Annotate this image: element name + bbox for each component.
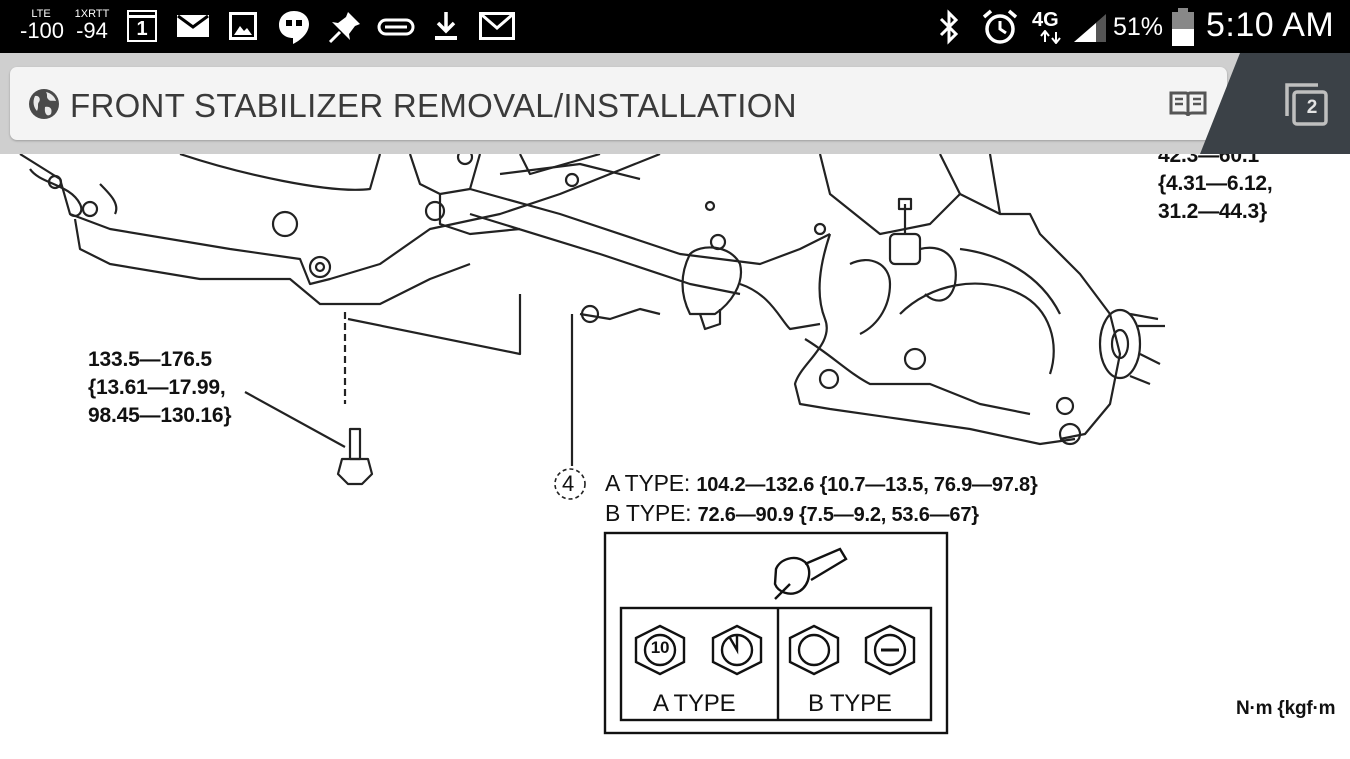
lte-signal-readout: LTE -100 bbox=[20, 8, 65, 43]
email-icon bbox=[177, 14, 209, 37]
battery-percent: 51% bbox=[1113, 13, 1164, 41]
bluetooth-icon bbox=[939, 9, 959, 45]
browser-toolbar: FRONT STABILIZER REMOVAL/INSTALLATION 2 bbox=[0, 53, 1350, 154]
tab-area-edge bbox=[1200, 53, 1240, 154]
status-bar: LTE -100 1XRTT -94 1 4 bbox=[0, 0, 1350, 53]
callout-circle bbox=[554, 468, 586, 500]
1xrtt-tag: 1XRTT bbox=[74, 8, 110, 20]
calendar-notification-icon: 1 bbox=[127, 10, 157, 42]
lte-tag: LTE bbox=[31, 8, 51, 20]
gmail-icon bbox=[479, 12, 515, 40]
torque-ftlb-top-right: 31.2—44.3} bbox=[1158, 200, 1267, 223]
callout-number: 4 bbox=[562, 471, 575, 496]
a-type-value: 104.2—132.6 {10.7—13.5, 76.9—97.8} bbox=[696, 474, 1038, 496]
b-type-prefix: B TYPE: bbox=[605, 500, 692, 526]
signal-strength-icon bbox=[1074, 14, 1106, 42]
torque-spec-left: 133.5—176.5 {13.61—17.99, 98.45—130.16} bbox=[88, 346, 232, 430]
torque-nm-top-right: 42.3—60.1 bbox=[1158, 154, 1259, 167]
b-type-value: 72.6—90.9 {7.5—9.2, 53.6—67} bbox=[697, 504, 979, 526]
tabs-icon[interactable] bbox=[1284, 82, 1330, 128]
1xrtt-signal-readout: 1XRTT -94 bbox=[72, 8, 112, 42]
tab-switcher-area: 2 bbox=[1200, 53, 1350, 154]
download-icon bbox=[435, 12, 457, 40]
globe-icon bbox=[29, 89, 59, 119]
network-type: 4G bbox=[1032, 9, 1059, 31]
torque-ftlb-left: 98.45—130.16} bbox=[88, 404, 232, 427]
reader-mode-icon[interactable] bbox=[1168, 89, 1208, 119]
subframe-line-drawing bbox=[19, 154, 1165, 735]
data-activity-icon bbox=[1040, 30, 1061, 44]
battery-icon bbox=[1172, 8, 1194, 46]
bolt-type-inset-box bbox=[603, 531, 949, 735]
unit-label: N·m {kgf·m bbox=[1236, 698, 1336, 719]
b-type-label: B TYPE bbox=[808, 690, 892, 717]
torque-kgf-top-right: {4.31—6.12, bbox=[1158, 172, 1273, 195]
a-type-prefix: A TYPE: bbox=[605, 470, 691, 496]
clock: 5:10 AM bbox=[1206, 6, 1335, 44]
torque-nm-left: 133.5—176.5 bbox=[88, 348, 212, 371]
1xrtt-value: -94 bbox=[76, 18, 108, 43]
gallery-icon bbox=[229, 12, 257, 40]
lte-value: -100 bbox=[20, 18, 65, 43]
pin-icon bbox=[328, 12, 360, 44]
torque-kgf-left: {13.61—17.99, bbox=[88, 376, 226, 399]
page-title: FRONT STABILIZER REMOVAL/INSTALLATION bbox=[70, 87, 797, 124]
a-type-torque: A TYPE: 104.2—132.6 {10.7—13.5, 76.9—97.… bbox=[605, 470, 1038, 497]
screen-mirroring-icon bbox=[377, 18, 415, 36]
tab-count: 2 bbox=[1306, 97, 1318, 118]
calendar-day-number: 1 bbox=[136, 18, 148, 40]
a-type-label: A TYPE bbox=[653, 690, 736, 717]
address-bar[interactable]: FRONT STABILIZER REMOVAL/INSTALLATION bbox=[10, 67, 1227, 140]
hangouts-icon bbox=[279, 11, 309, 44]
alarm-icon bbox=[982, 9, 1018, 44]
service-manual-diagram: 42.3—60.1 {4.31—6.12, 31.2—44.3} 133.5—1… bbox=[0, 154, 1350, 759]
b-type-torque: B TYPE: 72.6—90.9 {7.5—9.2, 53.6—67} bbox=[605, 500, 979, 527]
torque-spec-top-right: 42.3—60.1 {4.31—6.12, 31.2—44.3} bbox=[1158, 154, 1273, 226]
bolt-head-marking-10: 10 bbox=[650, 638, 670, 657]
